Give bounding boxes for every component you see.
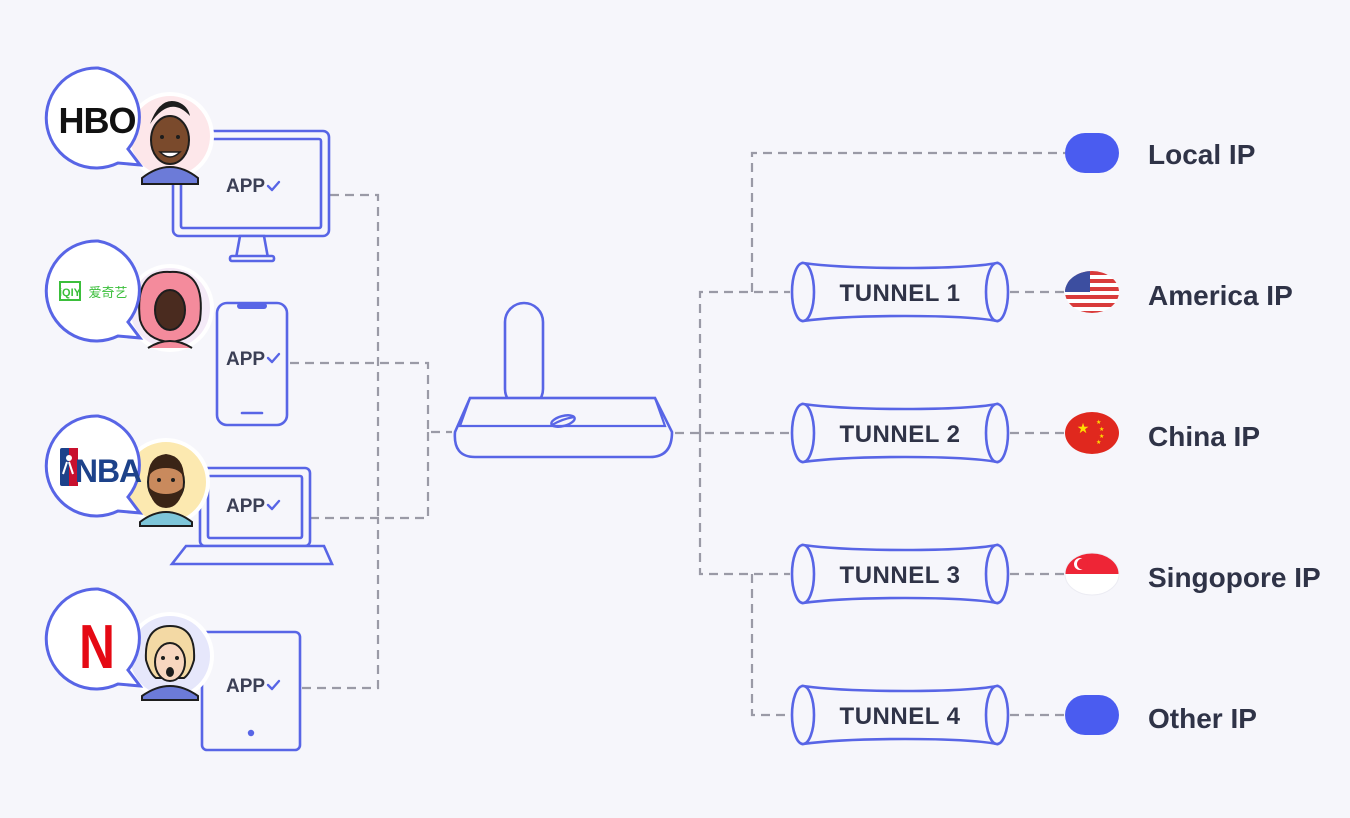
laptop-device: APP	[169, 466, 335, 566]
singapore-ip-label: Singopore IP	[1148, 562, 1321, 593]
tunnel-1: TUNNEL 1	[790, 261, 1010, 323]
hbo-logo: HBO	[59, 100, 136, 141]
netflix-logo: N	[79, 612, 115, 682]
america-ip-label: America IP	[1148, 280, 1293, 311]
other-ip-label: Other IP	[1148, 703, 1257, 734]
router-antenna	[503, 301, 545, 410]
singapore-flag-icon	[1065, 553, 1119, 595]
svg-text:★: ★	[1099, 426, 1104, 433]
china-ip: ★ ★ ★ ★ ★ China IP	[1065, 412, 1260, 454]
check-icon	[266, 180, 281, 192]
nba-bubble: NBA	[44, 414, 144, 518]
america-ip: America IP	[1065, 271, 1293, 313]
tablet-device: APP	[200, 630, 302, 752]
desktop-app-label: APP	[226, 176, 265, 197]
other-ip: Other IP	[1065, 695, 1257, 735]
tunnel-2-label: TUNNEL 2	[840, 421, 961, 448]
tunnel-4-label: TUNNEL 4	[840, 703, 961, 730]
tablet-home-dot	[247, 729, 255, 737]
netflix-bubble: N	[44, 587, 144, 691]
wire-phone	[290, 361, 452, 434]
local-ip-label: Local IP	[1148, 139, 1255, 170]
wire-trunk-a	[698, 290, 790, 433]
avatar-2	[126, 264, 214, 352]
tablet-app-label: APP	[226, 676, 265, 697]
laptop-inner	[206, 474, 304, 540]
tablet-inner	[210, 640, 292, 740]
check-icon	[266, 499, 281, 511]
blue-pill-icon	[1065, 695, 1119, 735]
wire-laptop	[310, 432, 430, 520]
local-ip: Local IP	[1065, 133, 1255, 173]
china-flag-icon: ★ ★ ★ ★ ★	[1065, 412, 1119, 454]
avatar-1	[126, 92, 214, 185]
avatar-4	[126, 612, 214, 701]
desktop-device: APP	[171, 129, 331, 263]
wire-desktop	[330, 193, 380, 518]
tunnel-3-label: TUNNEL 3	[840, 562, 961, 589]
svg-text:★: ★	[1099, 433, 1104, 440]
router-top-face	[458, 396, 667, 428]
wire-trunk-b	[698, 433, 790, 576]
iqiyi-bubble: iQIY 爱奇艺	[44, 239, 144, 343]
avatar-3	[122, 438, 210, 527]
nba-logo: NBA	[75, 453, 142, 489]
hbo-bubble: HBO	[44, 66, 144, 170]
monitor-base	[228, 254, 276, 263]
svg-text:★: ★	[1096, 419, 1101, 426]
tunnel-4: TUNNEL 4	[790, 684, 1010, 746]
router-logo	[550, 414, 576, 428]
singapore-ip: Singopore IP	[1064, 552, 1321, 596]
phone-notch	[237, 303, 267, 309]
wire-local	[750, 151, 1065, 292]
phone-device: APP	[215, 301, 289, 427]
connection-wires	[290, 151, 1065, 717]
phone-app-label: APP	[226, 349, 265, 370]
china-ip-label: China IP	[1148, 421, 1260, 452]
blue-pill-icon	[1065, 133, 1119, 173]
laptop-base	[169, 544, 335, 566]
check-icon	[266, 679, 281, 691]
tunnel-1-label: TUNNEL 1	[840, 280, 961, 307]
wire-other	[750, 574, 790, 717]
router-body	[453, 396, 674, 459]
check-icon	[266, 352, 281, 364]
iqiyi-logo-latin: iQIY	[59, 287, 82, 299]
iqiyi-logo-box	[59, 281, 81, 301]
wire-tablet	[302, 518, 380, 690]
iqiyi-logo-chinese: 爱奇艺	[88, 285, 127, 301]
laptop-app-label: APP	[226, 496, 265, 517]
router-icon	[453, 301, 674, 459]
svg-text:★: ★	[1077, 421, 1090, 437]
svg-text:★: ★	[1096, 439, 1101, 446]
us-flag-icon	[1065, 271, 1119, 313]
tunnel-2: TUNNEL 2	[790, 402, 1010, 464]
tunnel-3: TUNNEL 3	[790, 543, 1010, 605]
